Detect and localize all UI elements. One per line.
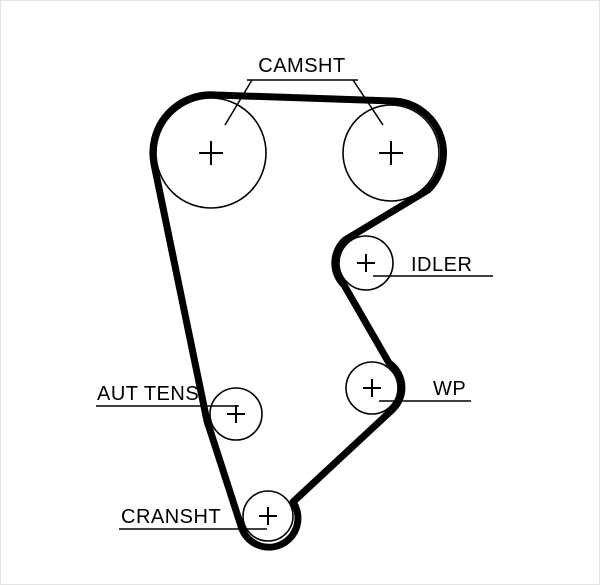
crankshaft-callout: CRANSHT: [119, 506, 267, 530]
camshaft-callout: CAMSHT: [224, 55, 384, 126]
crankshaft-center-cross-icon: [259, 507, 277, 525]
idler-pulley: [338, 235, 394, 291]
tensioner-pulley: [209, 387, 263, 441]
camshaft-label: CAMSHT: [258, 55, 345, 77]
water-pump-label: WP: [433, 378, 466, 400]
camshaft-leader-line: [224, 79, 384, 126]
crankshaft-pulley: [242, 490, 294, 542]
water-pump-center-cross-icon: [363, 379, 381, 397]
tensioner-callout: AUT TENS: [96, 383, 239, 407]
idler-callout: IDLER: [373, 254, 493, 277]
camshaft-left-center-cross-icon: [199, 141, 223, 165]
idler-label: IDLER: [411, 254, 472, 276]
camshaft-left-pulley: [155, 97, 267, 209]
water-pump-callout: WP: [379, 378, 471, 402]
water-pump-pulley: [345, 361, 399, 415]
crankshaft-label: CRANSHT: [121, 506, 221, 528]
tensioner-center-cross-icon: [227, 405, 245, 423]
timing-belt-path: [149, 91, 447, 551]
camshaft-right-pulley: [342, 104, 440, 202]
idler-center-cross-icon: [357, 254, 375, 272]
camshaft-right-center-cross-icon: [379, 141, 403, 165]
tensioner-label: AUT TENS: [97, 383, 199, 405]
